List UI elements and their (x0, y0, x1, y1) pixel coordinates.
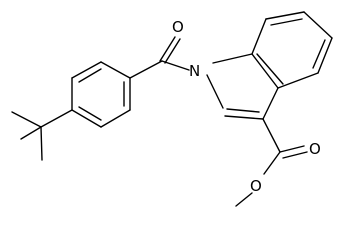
indole-nitrogen-label: N (189, 62, 200, 80)
chemical-structure-canvas: O N O O (11, 11, 333, 207)
tert-butyl-group (11, 109, 73, 161)
molecule-drawing: O N O O (11, 11, 333, 207)
ester-carbonyl-oxygen-label: O (309, 140, 321, 158)
acyl-carbonyl (129, 36, 190, 79)
indole-benzo-ring (251, 11, 333, 89)
benzene-ring (71, 61, 131, 128)
methyl-ester (235, 118, 308, 207)
carbonyl-oxygen-label: O (172, 18, 184, 36)
ester-ether-oxygen-label: O (250, 177, 262, 195)
pyrrole-ring (206, 53, 279, 120)
